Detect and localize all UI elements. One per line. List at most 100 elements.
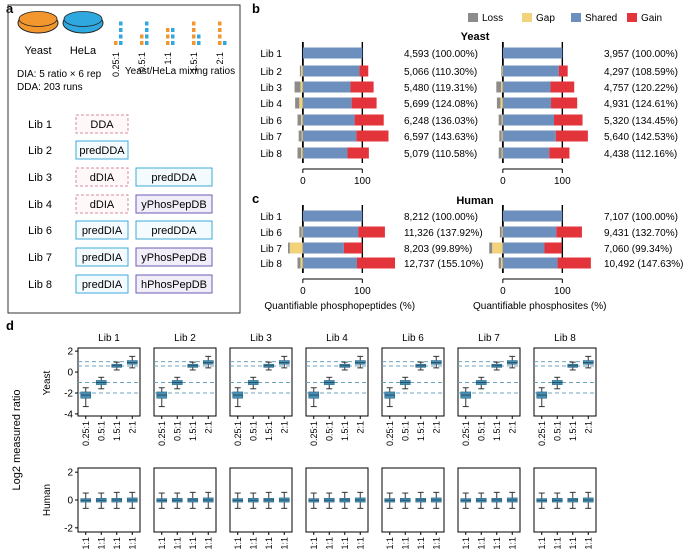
bar-value-label: 8,203 (99.89%) bbox=[404, 244, 472, 255]
bar-category-label: Lib 1 bbox=[260, 212, 282, 223]
bar-gain bbox=[556, 226, 582, 238]
bar-gain bbox=[354, 114, 384, 126]
bar-gap bbox=[501, 147, 503, 159]
bar-shared bbox=[502, 81, 551, 93]
bar-gap bbox=[300, 81, 303, 93]
bar-gain bbox=[358, 226, 385, 238]
box-category-label: 2:1 bbox=[127, 421, 137, 434]
yeast-dot bbox=[192, 28, 196, 32]
bar-loss bbox=[297, 114, 302, 126]
x-tick-label: 100 bbox=[354, 176, 371, 187]
legend-swatch bbox=[627, 13, 637, 22]
ratio-label: 2:1 bbox=[215, 52, 225, 65]
box-category-label: 1.5:1 bbox=[264, 421, 274, 441]
bar-loss bbox=[297, 257, 301, 269]
bar-category-label: Lib 2 bbox=[260, 67, 282, 78]
box-category-label: 1:1 bbox=[355, 537, 365, 549]
legend-swatch bbox=[468, 13, 478, 22]
bar-gain bbox=[359, 65, 369, 77]
x-axis-title: Quantifiable phosphopeptides (%) bbox=[264, 301, 415, 312]
box-category-label: 1:1 bbox=[264, 537, 274, 549]
box-category-label: 1:1 bbox=[248, 537, 258, 549]
hela-dot bbox=[119, 34, 123, 39]
box-category-label: 2:1 bbox=[583, 421, 593, 434]
box-panel-frame bbox=[305, 347, 369, 417]
box-category-label: 0.25:1 bbox=[81, 421, 91, 446]
panel-label-d: d bbox=[6, 318, 14, 333]
ratio-label: 1.5:1 bbox=[189, 52, 199, 72]
bar-shared bbox=[302, 242, 344, 254]
yeast-dot bbox=[218, 21, 222, 26]
x-tick-label: 100 bbox=[354, 286, 371, 297]
bar-loss bbox=[295, 97, 300, 109]
lib-box-phos bbox=[135, 247, 213, 267]
lib-box-pred bbox=[75, 247, 129, 267]
bar-shared bbox=[502, 257, 558, 269]
bar-shared bbox=[302, 65, 360, 77]
bar-shared bbox=[302, 81, 351, 93]
bar-value-label: 4,593 (100.00%) bbox=[404, 49, 478, 60]
hela-label: HeLa bbox=[70, 45, 97, 57]
y-tick-label: 2 bbox=[67, 347, 73, 358]
bar-value-label: 10,492 (147.63%) bbox=[604, 259, 684, 270]
bar-gain bbox=[351, 97, 377, 109]
hela-dot bbox=[119, 21, 123, 26]
box-category-label: 1:1 bbox=[81, 537, 91, 549]
box-category-label: 1.5:1 bbox=[416, 421, 426, 441]
box-category-label: 1:1 bbox=[96, 537, 106, 549]
legend-swatch bbox=[571, 13, 581, 22]
legend-label: Shared bbox=[585, 13, 617, 24]
bar-gain bbox=[551, 97, 578, 109]
y-tick-label: 2 bbox=[67, 468, 73, 479]
lib-box-dda bbox=[75, 194, 129, 214]
box-category-label: 1:1 bbox=[324, 537, 334, 549]
bar-gain bbox=[347, 147, 369, 159]
box-panel-frame bbox=[229, 467, 293, 533]
bar-gap bbox=[301, 114, 303, 126]
box-category-label: 0.25:1 bbox=[233, 421, 243, 446]
box-panel-title: Lib 8 bbox=[554, 333, 576, 344]
lib-box-label: yPhosPepDB bbox=[141, 252, 206, 264]
yeast-sample-icon bbox=[17, 11, 59, 34]
box-category-label: 1.5:1 bbox=[568, 421, 578, 441]
box-category-label: 2:1 bbox=[279, 421, 289, 434]
box-panel-title: Lib 6 bbox=[402, 333, 424, 344]
legend-label: Gap bbox=[536, 13, 555, 24]
bar-value-label: 9,431 (132.70%) bbox=[604, 228, 678, 239]
bar-shared bbox=[302, 130, 357, 142]
x-tick-label: 0 bbox=[500, 176, 506, 187]
bar-shared bbox=[302, 257, 357, 269]
box-panel-title: Lib 3 bbox=[250, 333, 272, 344]
ratio-label: 0.25:1 bbox=[111, 52, 121, 77]
box-category-label: 1:1 bbox=[568, 537, 578, 549]
box-category-label: 1:1 bbox=[400, 537, 410, 549]
box-panel-frame bbox=[153, 347, 217, 417]
box-category-label: 1.5:1 bbox=[188, 421, 198, 441]
dda-text: DDA: 203 runs bbox=[17, 82, 83, 93]
box-category-label: 2:1 bbox=[431, 421, 441, 434]
bar-gain bbox=[343, 242, 363, 254]
hela-dot bbox=[119, 41, 123, 45]
ratio-label: 1:1 bbox=[163, 52, 173, 65]
lib-box-label: predDDA bbox=[79, 145, 125, 157]
bar-value-label: 4,931 (124.61%) bbox=[604, 99, 678, 110]
bar-shared bbox=[302, 47, 363, 59]
bar-gap bbox=[289, 242, 303, 254]
box-category-label: 1:1 bbox=[309, 537, 319, 549]
bar-shared bbox=[502, 47, 563, 59]
box-panel-frame bbox=[153, 467, 217, 533]
bar-chart-yeast-sites: 3,957 (100.00%)4,297 (108.59%)4,757 (120… bbox=[496, 42, 678, 187]
bar-gain bbox=[557, 257, 591, 269]
bar-shared bbox=[502, 114, 554, 126]
bar-gap bbox=[301, 130, 303, 142]
box-category-label: 1:1 bbox=[279, 537, 289, 549]
bar-category-label: Lib 8 bbox=[260, 149, 282, 160]
bar-value-label: 4,757 (120.22%) bbox=[604, 83, 678, 94]
box-category-label: 0.25:1 bbox=[157, 421, 167, 446]
